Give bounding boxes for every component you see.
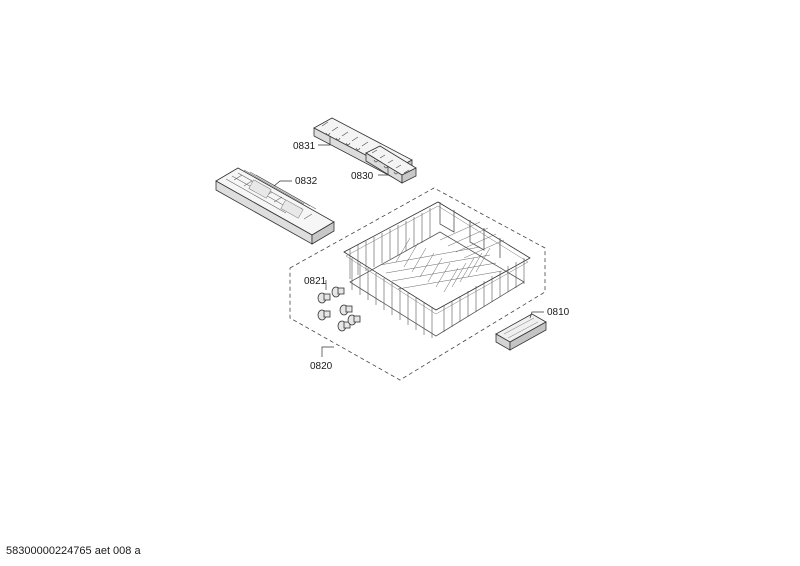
part-label-0821: 0821 xyxy=(304,276,327,287)
leader-0830 xyxy=(378,166,389,176)
part-label-0830: 0830 xyxy=(351,171,374,182)
wheel-icon xyxy=(317,309,331,321)
assembly-boundary xyxy=(289,187,546,381)
part-0820-drawing xyxy=(343,201,531,338)
wheel-icon xyxy=(331,286,345,298)
part-label-0810: 0810 xyxy=(547,307,570,318)
leader-0810 xyxy=(529,311,544,319)
part-label-0820: 0820 xyxy=(310,361,333,372)
leader-0832 xyxy=(273,180,292,187)
wheel-icon xyxy=(339,304,353,316)
wheel-icon xyxy=(317,292,331,304)
leader-0831 xyxy=(318,136,331,146)
leader-lines xyxy=(273,136,544,357)
part-0832-drawing xyxy=(215,167,335,245)
part-label-0831: 0831 xyxy=(293,141,316,152)
leader-0820 xyxy=(321,346,334,357)
document-code: 58300000224765 aet 008 a xyxy=(6,545,141,557)
part-label-0832: 0832 xyxy=(295,176,318,187)
wheel-icon xyxy=(347,314,361,326)
part-0821-drawing xyxy=(317,286,361,332)
part-0810-drawing xyxy=(495,313,547,351)
wheel-icon xyxy=(337,320,351,332)
part-0830-drawing xyxy=(365,145,417,184)
